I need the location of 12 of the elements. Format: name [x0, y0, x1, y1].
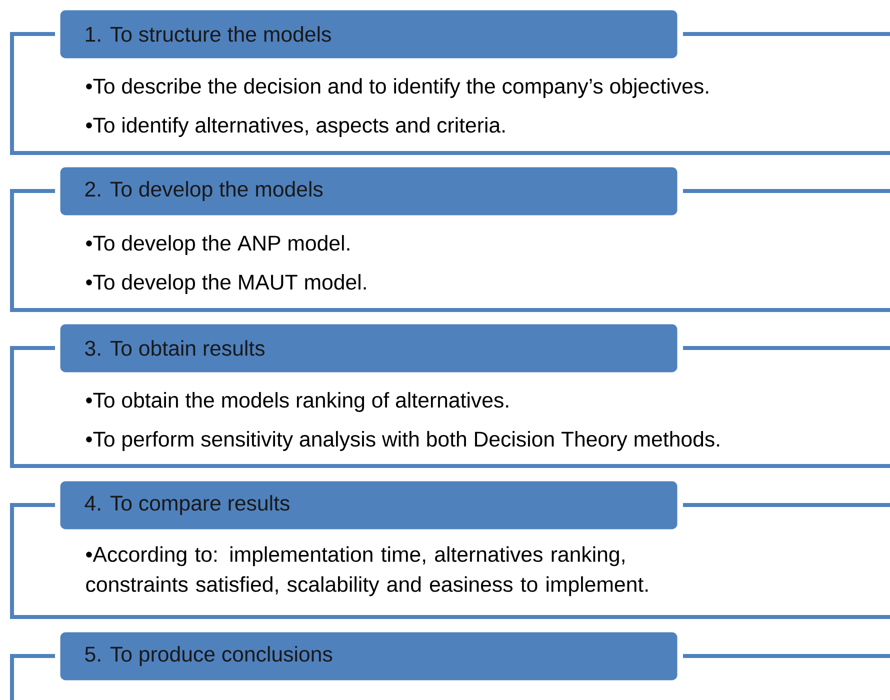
heading-box: 4. To compare results	[60, 481, 678, 530]
bullet-text: •To develop the ANP model.	[86, 235, 350, 255]
heading-box: 2. To develop the models	[60, 167, 678, 216]
heading-box: 1. To structure the models	[60, 10, 678, 58]
bullet-text: •To develop the MAUT model.	[86, 274, 366, 294]
bullet-text: •To obtain the models ranking of alternatives.	[86, 392, 508, 412]
bullet-text: •To describe the decision and to identify the company’s objectives.	[86, 78, 708, 98]
bullet-text: •To perform sensitivity analysis with both Decision Theory methods.	[86, 431, 720, 451]
bullet-text: •According to: implementation time, alternatives ranking, constraints satisfied, scalability and easiness to implement.	[86, 546, 648, 596]
heading-box: 5. To produce conclusions	[60, 632, 678, 680]
heading-box: 3. To obtain results	[60, 324, 678, 372]
bullet-text: •To identify alternatives, aspects and criteria.	[86, 117, 505, 137]
